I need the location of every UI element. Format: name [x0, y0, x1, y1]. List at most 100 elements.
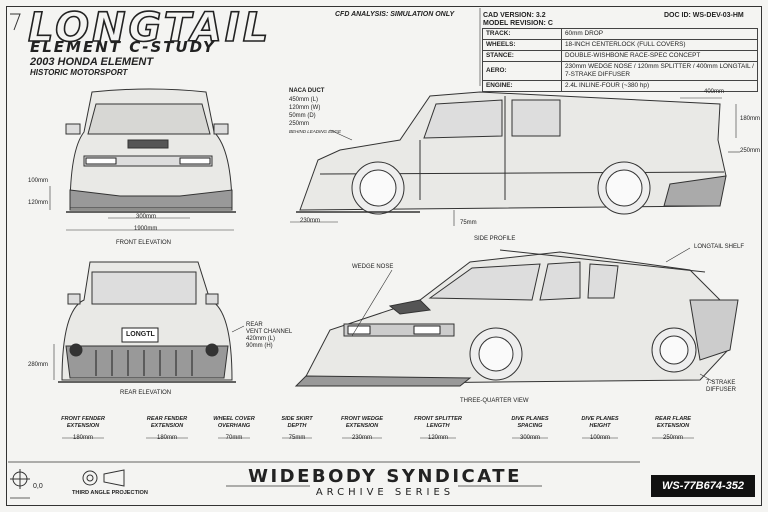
callout-diffuser-line: 7-STRAKE	[706, 380, 736, 386]
spec-value: 18-INCH CENTERLOCK (FULL COVERS)	[561, 39, 758, 51]
cad-info: CAD VERSION: 3.2 MODEL REVISION: C	[483, 12, 553, 28]
side-dimension-lines	[290, 97, 740, 226]
side-dim-tail-height: 180mm	[740, 116, 761, 122]
bottom-dim-label-line: REAR FENDER	[146, 416, 188, 422]
drawing-title: LONGTAIL	[27, 5, 272, 51]
front-elevation-drawing	[65, 88, 236, 213]
spec-key: WHEELS:	[482, 39, 562, 51]
spec-value: 2.4L INLINE-FOUR (~380 hp)	[561, 80, 758, 92]
vehicle-name: 2003 HONDA ELEMENT	[30, 56, 154, 68]
origin-label: 0,0	[33, 483, 43, 490]
sheet-frame	[6, 6, 762, 506]
front-dim-h2: 120mm	[28, 200, 49, 206]
doc-id: DOC ID: WS-DEV-03-HM	[664, 12, 744, 19]
bottom-dim-label-line: OVERHANG	[217, 423, 251, 429]
side-dim-ride: 75mm	[460, 220, 477, 226]
bottom-dim-label-line: DIVE PLANES	[581, 416, 619, 422]
corner-mark-tl	[10, 13, 21, 31]
rear-vent-line: 420mm (L)	[246, 336, 276, 342]
rear-vent-callout: REAR VENT CHANNEL 420mm (L) 90mm (H)	[246, 322, 292, 350]
bottom-dim-value: 100mm	[589, 435, 610, 441]
callout-diffuser: 7-STRAKE DIFFUSER	[706, 380, 736, 394]
callout-wedge-nose: WEDGE NOSE	[352, 264, 394, 270]
analysis-note: CFD ANALYSIS: SIMULATION ONLY	[335, 11, 455, 18]
bottom-dim-label-line: DEPTH	[287, 423, 307, 429]
view-label-rear: REAR ELEVATION	[120, 390, 172, 396]
spec-key: TRACK:	[482, 28, 562, 40]
front-dimension-lines	[49, 186, 234, 231]
side-dim-front: 230mm	[300, 218, 321, 224]
bottom-dim-label-line: EXTENSION	[345, 423, 379, 429]
spec-key: AERO:	[482, 61, 562, 81]
drawing-subtitle: ELEMENT C-STUDY	[30, 38, 216, 56]
bottom-dim-label-line: SIDE SKIRT	[281, 416, 313, 422]
bottom-dim-value: 300mm	[519, 435, 540, 441]
series-name: ARCHIVE SERIES	[315, 487, 455, 498]
license-plate: LONGTL	[126, 331, 155, 338]
bottom-dim-label-line: WHEEL COVER	[213, 416, 255, 422]
naca-offset: 250mm	[289, 121, 310, 127]
naca-depth: 50mm (D)	[289, 113, 316, 119]
vehicle-category: HISTORIC MOTORSPORT	[30, 68, 128, 77]
bottom-dim-value: 250mm	[662, 435, 683, 441]
front-dim-h1: 100mm	[28, 178, 49, 184]
spec-key: STANCE:	[482, 50, 562, 62]
rear-elevation-drawing	[58, 261, 236, 383]
front-dim-width: 1900mm	[134, 226, 158, 232]
bottom-dim-label-line: EXTENSION	[66, 423, 100, 429]
naca-title: NACA DUCT	[289, 88, 325, 94]
front-dim-inner: 300mm	[136, 214, 157, 220]
bottom-dim-label-line: EXTENSION	[150, 423, 184, 429]
bottom-dim-label-line: DIVE PLANES	[511, 416, 549, 422]
spec-row: STANCE:DOUBLE-WISHBONE RACE-SPEC CONCEPT	[482, 50, 758, 62]
view-label-front: FRONT ELEVATION	[116, 240, 172, 246]
code-badge: WS-77B674-352	[651, 475, 755, 497]
spec-row: WHEELS:18-INCH CENTERLOCK (FULL COVERS)	[482, 39, 758, 51]
rear-vent-line: REAR	[246, 322, 263, 328]
bottom-dim-label-line: REAR FLARE	[654, 416, 692, 422]
naca-width: 120mm (W)	[289, 105, 321, 111]
bottom-dim-label-line: EXTENSION	[656, 423, 690, 429]
side-dim-tail: 400mm	[704, 89, 725, 95]
bottom-dim-label-line: SPACING	[517, 423, 543, 429]
spec-row: ENGINE:2.4L INLINE-FOUR (~380 hp)	[482, 80, 758, 92]
bottom-dim-label-line: HEIGHT	[589, 423, 611, 429]
naca-length: 450mm (L)	[289, 97, 319, 103]
brand-name: WIDEBODY SYNDICATE	[248, 466, 522, 487]
callout-longtail-shelf: LONGTAIL SHELF	[694, 244, 745, 250]
spec-value: 60mm DROP	[561, 28, 758, 40]
spec-value: 230mm WEDGE NOSE / 120mm SPLITTER / 400m…	[561, 61, 758, 81]
bottom-dim-value: 120mm	[427, 435, 448, 441]
bottom-dim-label-line: FRONT FENDER	[61, 416, 105, 422]
side-dim-rear: 250mm	[740, 148, 761, 154]
naca-note: BEHIND LEADING EDGE	[289, 129, 342, 134]
spec-value: DOUBLE-WISHBONE RACE-SPEC CONCEPT	[561, 50, 758, 62]
bottom-dim-label-line: FRONT SPLITTER	[414, 416, 462, 422]
view-label-three-quarter: THREE-QUARTER VIEW	[460, 398, 529, 404]
three-quarter-callout-lines	[351, 247, 715, 383]
cad-version: CAD VERSION: 3.2	[483, 12, 546, 19]
bottom-dim-label-line: FRONT WEDGE	[341, 416, 383, 422]
bottom-dim-value: 75mm	[288, 435, 306, 441]
spec-row: AERO:230mm WEDGE NOSE / 120mm SPLITTER /…	[482, 61, 758, 81]
bottom-dim-label-line: LENGTH	[426, 423, 450, 429]
spec-row: TRACK:60mm DROP	[482, 28, 758, 40]
bottom-dim-value: 230mm	[351, 435, 372, 441]
three-quarter-drawing	[294, 249, 739, 387]
bottom-dim-value: 180mm	[72, 435, 93, 441]
view-label-side: SIDE PROFILE	[474, 236, 516, 242]
rear-vent-line: 90mm (H)	[246, 343, 273, 349]
rear-dim-height: 280mm	[28, 362, 49, 368]
bottom-dim-value: 70mm	[225, 435, 243, 441]
